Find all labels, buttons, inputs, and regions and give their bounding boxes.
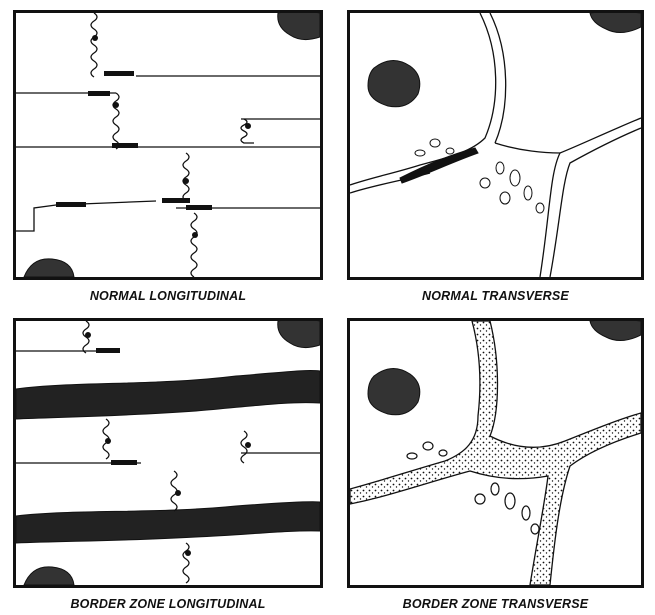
vesicle bbox=[423, 442, 433, 450]
intercalated-disc bbox=[96, 348, 120, 353]
intercalated-disc bbox=[88, 91, 110, 96]
vesicle bbox=[496, 162, 504, 174]
caption-border-zone-transverse: BORDER ZONE TRANSVERSE bbox=[347, 597, 644, 611]
vesicle bbox=[439, 450, 447, 456]
desmosome bbox=[175, 490, 181, 496]
normal-transverse-drawing bbox=[350, 13, 641, 277]
desmosome bbox=[113, 102, 119, 108]
vesicle bbox=[475, 494, 485, 504]
nucleus bbox=[590, 321, 641, 341]
intercalated-disc bbox=[162, 198, 190, 203]
nucleus bbox=[24, 259, 74, 277]
panel-border-zone-transverse bbox=[347, 318, 644, 588]
cell-border bbox=[540, 118, 641, 277]
cell-border bbox=[490, 13, 506, 143]
desmosome bbox=[85, 332, 91, 338]
desmosome bbox=[245, 442, 251, 448]
cell-border bbox=[350, 13, 496, 185]
vesicle bbox=[446, 148, 454, 154]
caption-normal-longitudinal: NORMAL LONGITUDINAL bbox=[13, 289, 323, 303]
interdigitation bbox=[113, 93, 119, 149]
desmosome bbox=[245, 123, 251, 129]
intercalated-disc bbox=[56, 202, 86, 207]
fibrotic-band bbox=[16, 370, 320, 419]
caption-normal-transverse: NORMAL TRANSVERSE bbox=[347, 289, 644, 303]
vesicle bbox=[536, 203, 544, 213]
interdigitation bbox=[183, 543, 189, 583]
intercalated-disc bbox=[186, 205, 212, 210]
intercalated-disc bbox=[111, 460, 137, 465]
desmosome bbox=[185, 550, 191, 556]
panel-border-zone-longitudinal bbox=[13, 318, 323, 588]
interdigitation bbox=[183, 153, 189, 201]
fibrotic-band bbox=[16, 502, 320, 543]
vesicle bbox=[524, 186, 532, 200]
panel-normal-transverse bbox=[347, 10, 644, 280]
interdigitation bbox=[191, 213, 197, 277]
cell-border bbox=[495, 143, 560, 153]
vesicle bbox=[407, 453, 417, 459]
nucleus bbox=[368, 60, 420, 106]
nucleus bbox=[368, 368, 420, 414]
intercalated-disc bbox=[104, 71, 134, 76]
vesicle bbox=[491, 483, 499, 495]
nucleus bbox=[24, 567, 74, 585]
vesicle bbox=[500, 192, 510, 204]
border-zone-transverse-drawing bbox=[350, 321, 641, 585]
vesicle bbox=[531, 524, 539, 534]
panel-normal-longitudinal bbox=[13, 10, 323, 280]
intercalated-disc bbox=[112, 143, 138, 148]
desmosome bbox=[92, 35, 98, 41]
desmosome bbox=[192, 232, 198, 238]
nucleus bbox=[278, 13, 320, 40]
vesicle bbox=[430, 139, 440, 147]
border-zone-longitudinal-drawing bbox=[16, 321, 320, 585]
junction bbox=[400, 148, 478, 183]
vesicle bbox=[415, 150, 425, 156]
desmosome bbox=[105, 438, 111, 444]
nucleus bbox=[590, 13, 641, 33]
vesicle bbox=[480, 178, 490, 188]
interdigitation bbox=[241, 119, 254, 143]
vesicle bbox=[505, 493, 515, 509]
caption-border-zone-longitudinal: BORDER ZONE LONGITUDINAL bbox=[13, 597, 323, 611]
vesicle bbox=[522, 506, 530, 520]
normal-longitudinal-drawing bbox=[16, 13, 320, 277]
desmosome bbox=[183, 178, 189, 184]
nucleus bbox=[278, 321, 320, 348]
vesicle bbox=[510, 170, 520, 186]
fibrotic-septum bbox=[350, 321, 641, 585]
cell-border bbox=[550, 128, 641, 277]
interdigitation bbox=[91, 13, 97, 77]
